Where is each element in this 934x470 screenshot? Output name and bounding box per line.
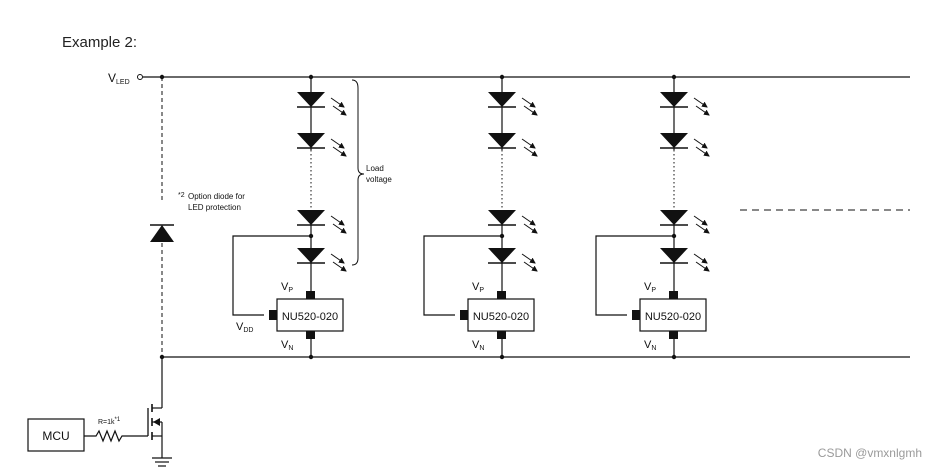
- vn-pin: [497, 331, 506, 339]
- led-icon: [297, 248, 347, 272]
- ground-icon: [152, 457, 172, 467]
- vdd-loop-wire: [423, 235, 502, 316]
- led-string-1: NU520-020 VP VN VDD: [232, 74, 347, 360]
- led-icon: [488, 248, 538, 272]
- load-voltage-label-2: voltage: [366, 175, 392, 184]
- driver-chip-label: NU520-020: [282, 311, 338, 323]
- load-voltage-bracket: [351, 79, 365, 266]
- vn-pin: [669, 331, 678, 339]
- led-icon: [488, 210, 538, 234]
- vp-label: VP: [281, 281, 293, 294]
- vdd-loop-wire: [595, 235, 674, 316]
- option-note-line1: Option diode for: [188, 192, 245, 201]
- junction-dot: [671, 74, 677, 80]
- vp-pin: [669, 291, 678, 299]
- mcu-label: MCU: [42, 429, 69, 443]
- led-icon: [660, 248, 710, 272]
- led-icon: [660, 92, 710, 116]
- watermark: CSDN @vmxnlgmh: [817, 446, 922, 460]
- led-string-2: NU520-020 VP VN: [423, 74, 538, 360]
- driver-chip: [467, 298, 535, 332]
- vp-pin: [306, 291, 315, 299]
- led-icon: [488, 133, 538, 157]
- junction-dot: [671, 354, 677, 360]
- led-icon: [297, 133, 347, 157]
- vn-pin: [306, 331, 315, 339]
- led-icon: [660, 133, 710, 157]
- junction-dot: [499, 354, 505, 360]
- mcu-box: [27, 418, 85, 452]
- led-strings: NU520-020 VP VN VDD NU520-020 VP VN NU520-020 VP…: [232, 74, 710, 360]
- option-note-line2: LED protection: [188, 203, 241, 212]
- example-title: Example 2:: [62, 34, 138, 51]
- load-voltage-label-1: Load: [366, 164, 384, 173]
- vn-label: VN: [472, 339, 484, 352]
- junction-dot: [499, 74, 505, 80]
- led-icon: [297, 92, 347, 116]
- mosfet-icon: [147, 404, 163, 440]
- vn-label: VN: [281, 339, 293, 352]
- junction-dot: [308, 74, 314, 80]
- vdd-pin: [632, 310, 640, 320]
- vp-label: VP: [644, 281, 656, 294]
- vn-label: VN: [644, 339, 656, 352]
- driver-chip-label: NU520-020: [645, 311, 701, 323]
- vp-pin: [497, 291, 506, 299]
- led-string-3: NU520-020 VP VN: [595, 74, 710, 360]
- led-icon: [297, 210, 347, 234]
- junction-dot: [308, 354, 314, 360]
- vp-label: VP: [472, 281, 484, 294]
- resistor-label: R=1k*1: [98, 417, 121, 426]
- led-icon: [660, 210, 710, 234]
- option-note-mark: *2: [178, 192, 185, 199]
- vdd-pin: [460, 310, 468, 320]
- vled-label: VLED: [108, 71, 130, 86]
- led-icon: [488, 92, 538, 116]
- vdd-pin: [269, 310, 277, 320]
- vled-terminal: [137, 74, 143, 80]
- vdd-label: VDD: [236, 321, 253, 334]
- driver-chip-label: NU520-020: [473, 311, 529, 323]
- vdd-loop-wire: [232, 235, 311, 316]
- protection-diode-icon: [150, 224, 174, 242]
- gate-resistor: [84, 429, 148, 443]
